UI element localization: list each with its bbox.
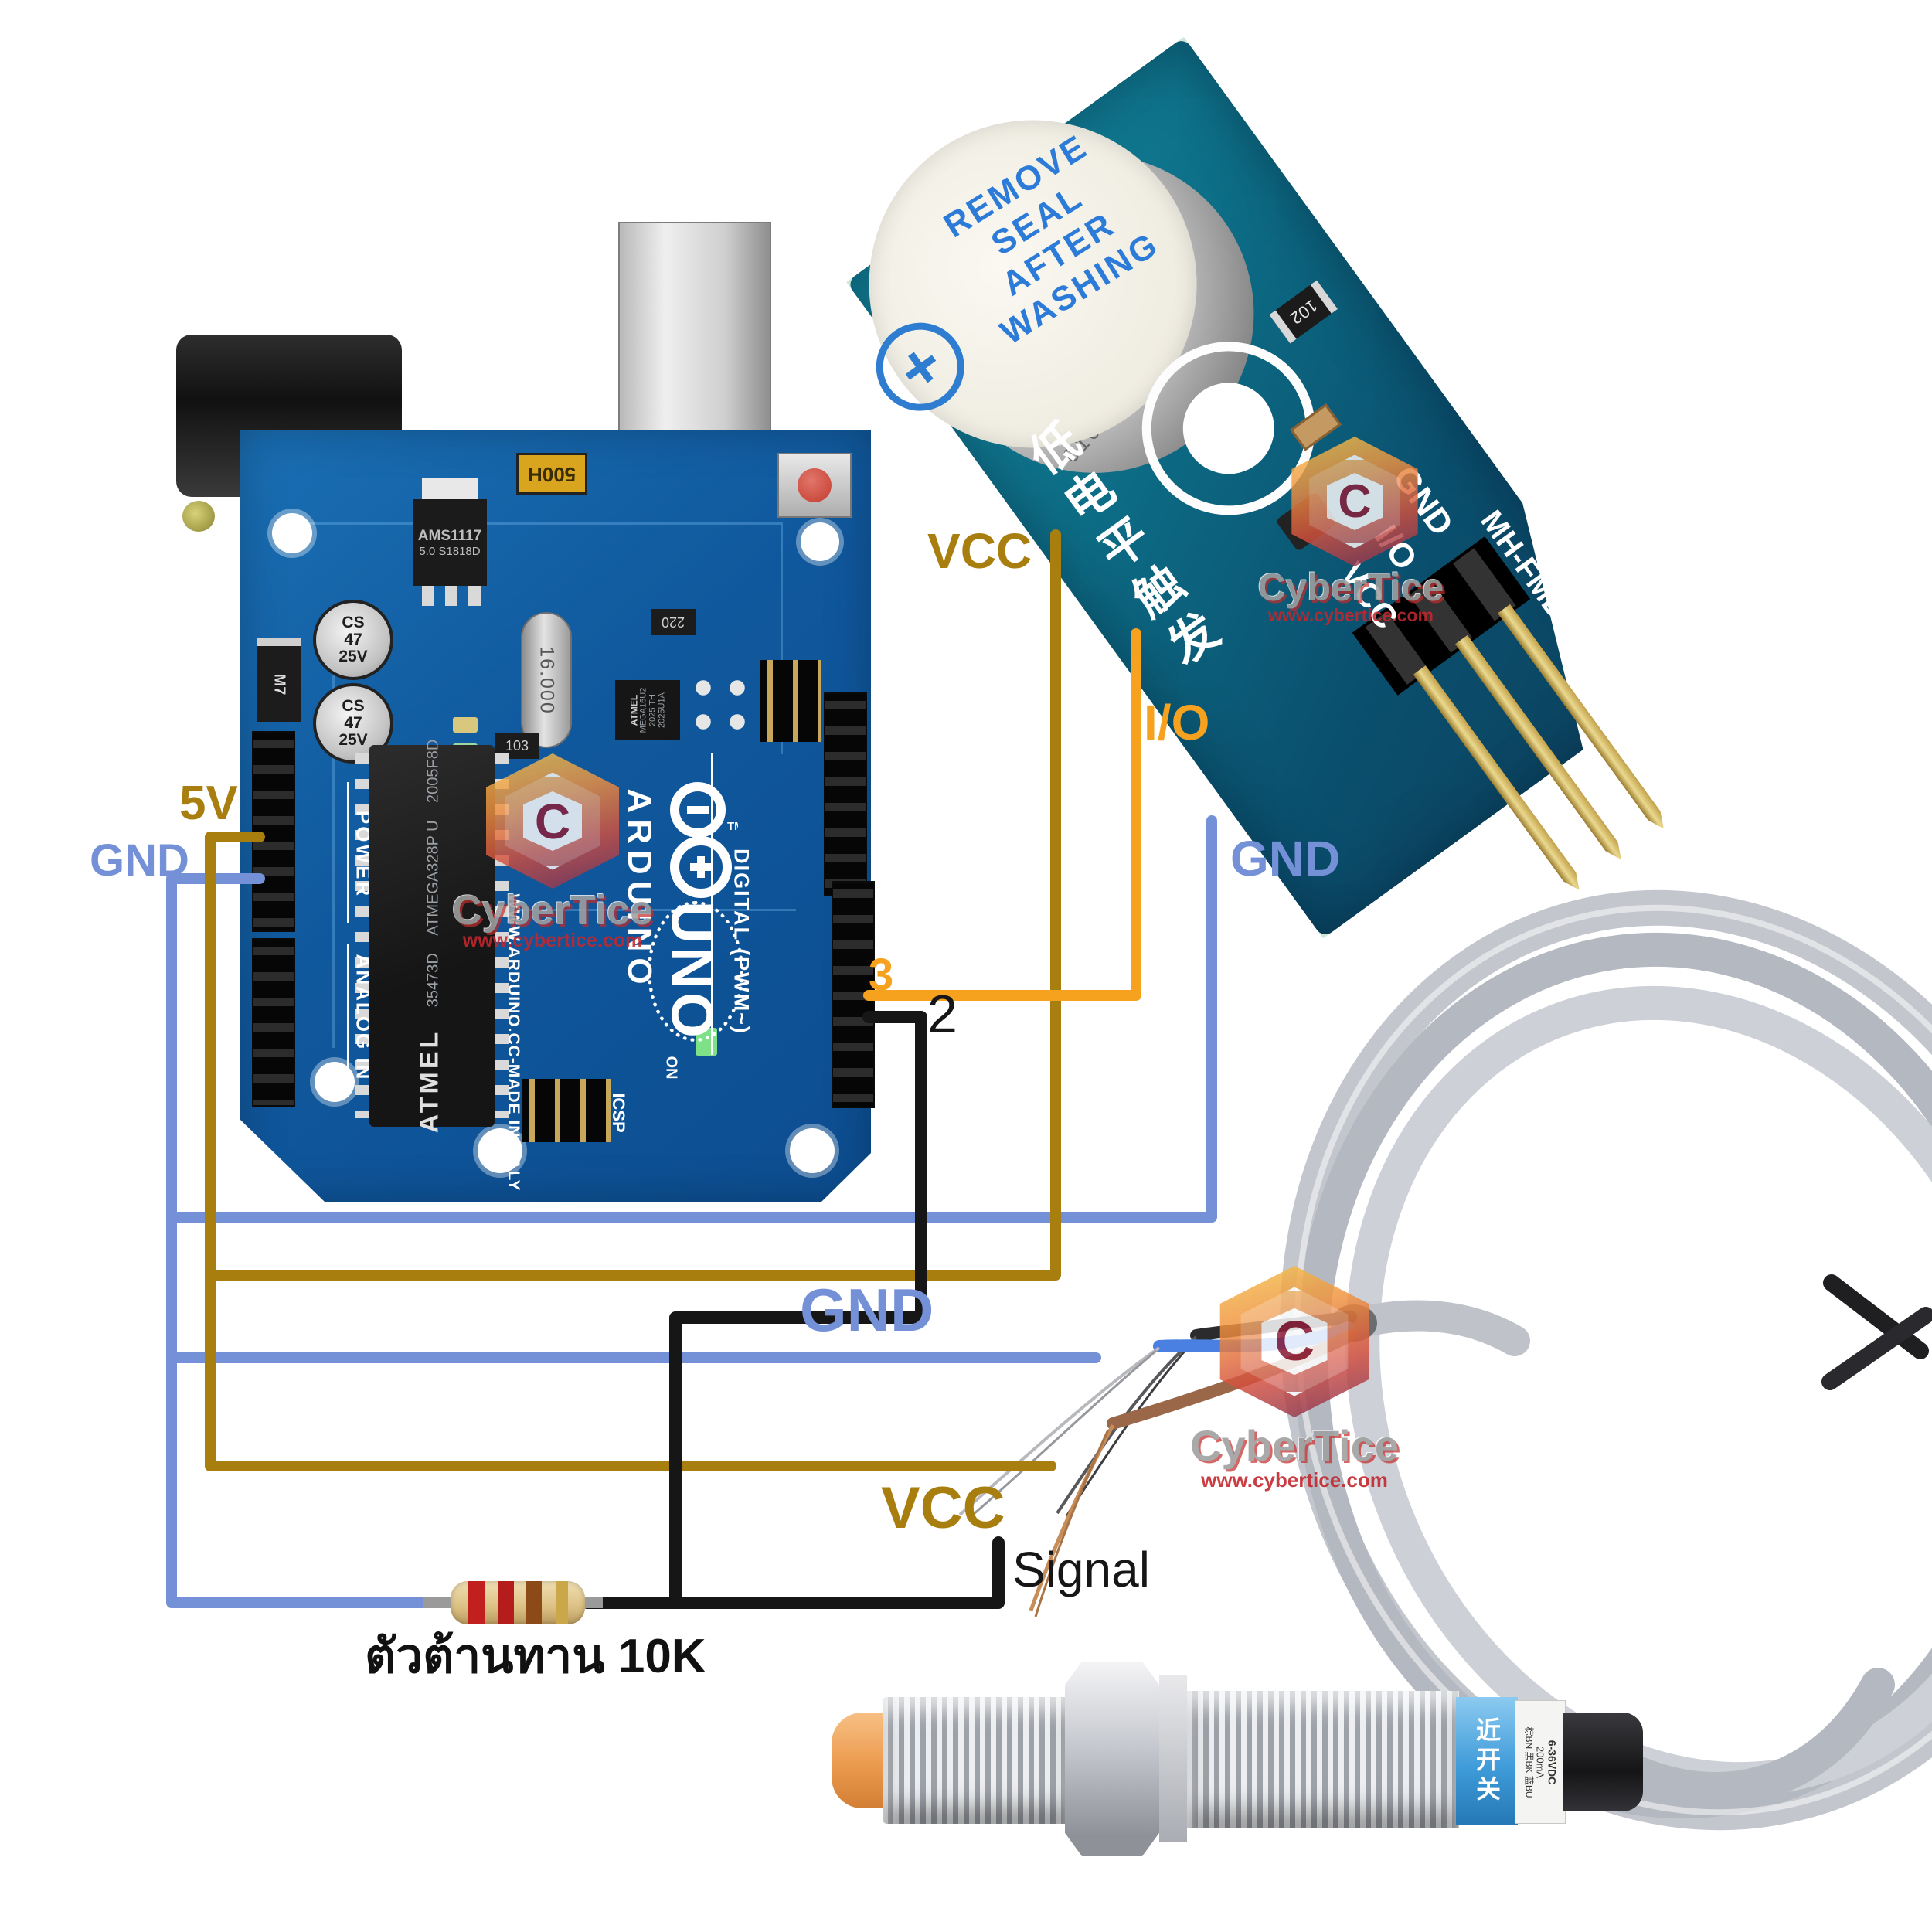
header-digital-top bbox=[825, 694, 866, 895]
sensor-hex-nut bbox=[1065, 1662, 1159, 1856]
regulator-line1: AMS1117 bbox=[417, 527, 482, 544]
regulator-ams1117: AMS1117 5.0 S1818D bbox=[413, 499, 487, 586]
regulator-tab bbox=[422, 478, 478, 501]
cybertice-logo: C bbox=[1219, 1266, 1369, 1417]
cybertice-logo: C bbox=[1291, 437, 1418, 566]
label-vcc-mid: VCC bbox=[881, 1475, 1005, 1541]
label-gnd-left: GND bbox=[90, 835, 189, 886]
label-gnd-mid: GND bbox=[800, 1276, 934, 1344]
cybertice-name: CyberTice bbox=[1257, 566, 1444, 609]
sensor-blue-band: 近开关 bbox=[1456, 1697, 1518, 1825]
jp2-pads bbox=[686, 671, 753, 737]
logo-monogram: C bbox=[1261, 1308, 1328, 1376]
cybertice-url: www.cybertice.com bbox=[1268, 605, 1434, 625]
label-vcc-top: VCC bbox=[927, 523, 1032, 579]
crystal-16mhz: 16.000 bbox=[521, 612, 572, 748]
mounting-hole bbox=[478, 1128, 522, 1173]
label-signal: Signal bbox=[1012, 1542, 1150, 1597]
resistor-10k bbox=[451, 1581, 585, 1624]
power-jack-pin bbox=[182, 501, 215, 532]
regulator-line2: 5.0 S1818D bbox=[419, 544, 481, 558]
watermark-arduino: C CyberTice www.cybertice.com bbox=[433, 753, 672, 951]
logo-monogram: C bbox=[523, 791, 582, 851]
usb-isp-header bbox=[760, 660, 821, 742]
watermark-cable: C CyberTice www.cybertice.com bbox=[1171, 1266, 1418, 1505]
label-pin2: 2 bbox=[927, 984, 957, 1044]
mounting-hole bbox=[801, 522, 839, 561]
diode-m7: M7 bbox=[257, 638, 301, 722]
regulator-legs bbox=[422, 586, 481, 606]
mcu-chip: ATMEL 35473D ATMEGA328P U 2005F8D bbox=[369, 739, 495, 1133]
sensor-spec-sticker: 6-36VDC 200mA 棕BN 黑BK 蓝BU bbox=[1515, 1700, 1566, 1824]
label-5v: 5V bbox=[179, 777, 238, 830]
cap-text: 25V bbox=[338, 648, 368, 665]
svg-text:TM: TM bbox=[727, 820, 738, 833]
sensor-front-thread bbox=[883, 1697, 1071, 1824]
label-gnd-buzzer: GND bbox=[1230, 831, 1341, 886]
led-tx bbox=[453, 717, 478, 733]
header-analog bbox=[253, 940, 294, 1105]
label-resistor-caption: ตัวต้านทาน 10K bbox=[365, 1630, 706, 1683]
cap-text: CS bbox=[342, 697, 365, 715]
cap-text: 47 bbox=[344, 714, 362, 732]
label-io: I/O bbox=[1144, 695, 1210, 750]
cap-text: 25V bbox=[338, 731, 368, 749]
logo-monogram: C bbox=[1326, 473, 1383, 530]
reset-button-cap bbox=[798, 468, 832, 502]
reset-button bbox=[777, 453, 852, 518]
uno-oval bbox=[648, 901, 743, 1042]
cap-text: CS bbox=[342, 614, 365, 631]
watermark-buzzer: C CyberTice www.cybertice.com bbox=[1235, 437, 1467, 625]
mcu-legs-left bbox=[355, 753, 369, 1118]
icsp-header bbox=[522, 1079, 611, 1142]
header-power bbox=[253, 733, 294, 930]
cybertice-name: CyberTice bbox=[451, 887, 654, 934]
mounting-hole bbox=[272, 513, 312, 553]
cap-text: 47 bbox=[344, 631, 362, 648]
cybertice-name: CyberTice bbox=[1190, 1421, 1399, 1470]
usb-mcu-chip: ATMEL MEGA16U2 2025 TH 2025U1A bbox=[615, 680, 680, 740]
mounting-hole bbox=[790, 1128, 835, 1173]
label-pin3: 3 bbox=[869, 950, 894, 1000]
sensor-band-text: 近开关 bbox=[1473, 1717, 1501, 1805]
arduino-infinity-logo: TM bbox=[670, 782, 738, 898]
cybertice-url: www.cybertice.com bbox=[462, 930, 643, 951]
sensor-washer bbox=[1159, 1675, 1187, 1842]
cybertice-logo: C bbox=[486, 753, 619, 889]
sensor-body-thread bbox=[1187, 1691, 1459, 1828]
sensor-cable-gland bbox=[1563, 1713, 1643, 1811]
sensor-tip bbox=[832, 1713, 886, 1808]
cybertice-url: www.cybertice.com bbox=[1201, 1468, 1388, 1492]
capacitor-1: CS 47 25V bbox=[313, 600, 393, 680]
fuse-500h: 500H bbox=[516, 453, 587, 495]
